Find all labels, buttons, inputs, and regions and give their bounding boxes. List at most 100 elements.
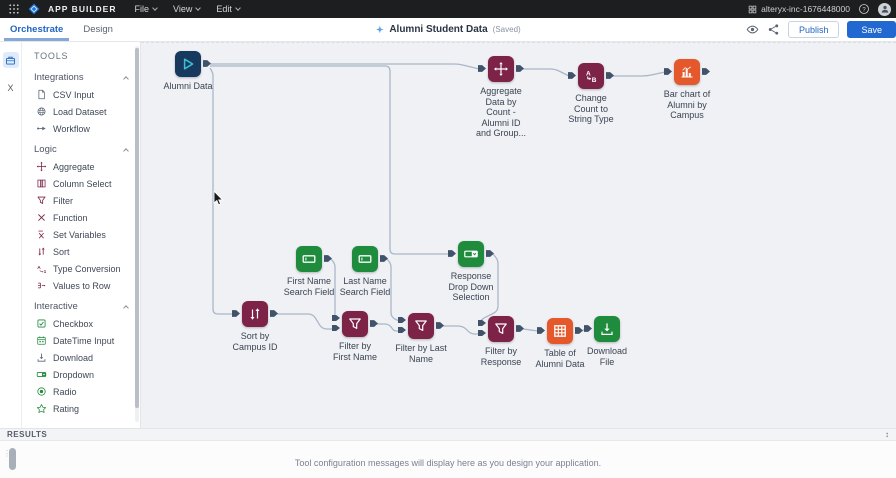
input-port[interactable] xyxy=(584,325,592,332)
bar-chart-icon xyxy=(679,64,695,80)
tool-item-datetime-input[interactable]: DateTime Input xyxy=(22,332,140,349)
output-port[interactable] xyxy=(270,310,278,317)
wire-change-type-to-bar-chart[interactable] xyxy=(613,71,666,77)
node-sort-campus[interactable]: Sort by Campus ID xyxy=(232,301,278,352)
output-port[interactable] xyxy=(324,255,332,262)
tool-item-label: Type Conversion xyxy=(53,263,121,274)
output-port[interactable] xyxy=(203,60,211,67)
node-first-name-search[interactable]: First Name Search Field xyxy=(284,246,334,297)
tool-item-rating[interactable]: Rating xyxy=(22,400,140,417)
input-port[interactable] xyxy=(537,327,545,334)
output-port[interactable] xyxy=(516,325,524,332)
funnel-icon xyxy=(36,195,47,206)
wire-filter-response-to-table-alumni[interactable] xyxy=(522,328,539,332)
tools-scrollbar[interactable] xyxy=(135,46,139,422)
preview-eye-icon[interactable] xyxy=(746,23,759,36)
menu-view[interactable]: View xyxy=(173,4,202,14)
sparkle-icon xyxy=(375,25,384,34)
tool-item-label: CSV Input xyxy=(53,89,95,100)
input-port-bottom[interactable] xyxy=(478,329,486,337)
avatar[interactable] xyxy=(878,2,891,16)
input-port-top[interactable] xyxy=(332,314,340,322)
input-port-bottom[interactable] xyxy=(398,326,406,334)
section-header-integrations[interactable]: Integrations xyxy=(22,69,140,86)
input-port-top[interactable] xyxy=(398,316,406,324)
node-last-name-search[interactable]: Last Name Search Field xyxy=(340,246,390,297)
x-tool-icon[interactable]: X xyxy=(7,83,14,93)
tool-item-column-select[interactable]: Column Select xyxy=(22,175,140,192)
tool-item-aggregate[interactable]: Aggregate xyxy=(22,158,140,175)
wire-last-name-search-to-filter-last-name[interactable] xyxy=(386,258,400,322)
output-port[interactable] xyxy=(575,327,583,334)
help-icon[interactable]: ? xyxy=(858,3,870,15)
node-filter-last-name[interactable]: Filter by Last Name xyxy=(395,313,447,364)
output-port[interactable] xyxy=(702,68,710,75)
tab-orchestrate[interactable]: Orchestrate xyxy=(0,18,73,41)
workflow-canvas[interactable]: Alumni Data Aggregate Data by Count - Alu… xyxy=(141,42,896,428)
output-port[interactable] xyxy=(436,322,444,329)
download-icon xyxy=(599,321,615,337)
node-alumni-data[interactable]: Alumni Data xyxy=(163,51,213,91)
node-label: First Name Search Field xyxy=(283,276,335,297)
output-port[interactable] xyxy=(486,250,494,257)
menu-file[interactable]: File xyxy=(134,4,158,14)
tool-item-label: Aggregate xyxy=(53,161,95,172)
input-port[interactable] xyxy=(448,250,456,257)
tool-item-set-variables[interactable]: Set Variables xyxy=(22,226,140,243)
svg-text:?: ? xyxy=(862,7,866,13)
node-table-alumni[interactable]: Table of Alumni Data xyxy=(535,318,585,369)
input-port[interactable] xyxy=(568,72,576,79)
tab-design[interactable]: Design xyxy=(83,24,113,35)
wire-filter-last-name-to-filter-response[interactable] xyxy=(443,325,479,335)
node-response-dropdown[interactable]: Response Drop Down Selection xyxy=(448,241,494,302)
input-port-top[interactable] xyxy=(478,319,486,327)
panel-resize-icon[interactable]: ↕ xyxy=(885,429,889,439)
node-bar-chart[interactable]: Bar chart of Alumni by Campus xyxy=(664,59,710,120)
node-filter-response[interactable]: Filter by Response xyxy=(478,316,524,367)
wire-aggregate-data-to-change-type[interactable] xyxy=(523,68,570,77)
node-download-file[interactable]: Download File xyxy=(584,316,627,367)
wire-filter-first-name-to-filter-last-name[interactable] xyxy=(377,323,399,332)
output-port[interactable] xyxy=(380,255,388,262)
publish-button[interactable]: Publish xyxy=(787,21,840,38)
tool-item-filter[interactable]: Filter xyxy=(22,192,140,209)
drag-handle-icon[interactable]: ⋮ xyxy=(3,449,11,458)
input-port[interactable] xyxy=(664,68,672,75)
tool-item-function[interactable]: Function xyxy=(22,209,140,226)
input-port[interactable] xyxy=(478,65,486,72)
workspace-menu[interactable]: alteryx-inc-1676448000 xyxy=(748,4,850,14)
app-launcher-grid-icon[interactable] xyxy=(8,3,20,15)
wire-alumni-data-to-response-dropdown[interactable] xyxy=(210,65,449,255)
tool-item-workflow[interactable]: Workflow xyxy=(22,120,140,137)
menu-edit[interactable]: Edit xyxy=(216,4,241,14)
input-port-bottom[interactable] xyxy=(332,324,340,332)
tool-item-radio[interactable]: Radio xyxy=(22,383,140,400)
share-icon[interactable] xyxy=(767,23,780,36)
wire-sort-campus-to-filter-first-name[interactable] xyxy=(277,313,333,330)
tool-item-download[interactable]: Download xyxy=(22,349,140,366)
section-header-interactive[interactable]: Interactive xyxy=(22,298,140,315)
tool-item-load-dataset[interactable]: Load Dataset xyxy=(22,103,140,120)
wire-alumni-data-to-sort-campus[interactable] xyxy=(209,67,233,315)
wire-alumni-data-to-aggregate-data[interactable] xyxy=(210,63,480,70)
input-port[interactable] xyxy=(232,310,240,317)
output-port[interactable] xyxy=(606,72,614,79)
wire-response-dropdown-to-filter-response[interactable] xyxy=(478,253,499,325)
tool-item-values-to-row[interactable]: Values to Row xyxy=(22,277,140,294)
tools-scrollbar-thumb[interactable] xyxy=(135,48,139,408)
save-button[interactable]: Save xyxy=(847,21,896,38)
tools-panel-icon[interactable] xyxy=(2,52,19,68)
section-header-logic[interactable]: Logic xyxy=(22,141,140,158)
node-filter-first-name[interactable]: Filter by First Name xyxy=(332,311,378,362)
tool-item-dropdown[interactable]: Dropdown xyxy=(22,366,140,383)
node-aggregate-data[interactable]: Aggregate Data by Count - Alumni ID and … xyxy=(476,56,526,138)
tool-item-checkbox[interactable]: Checkbox xyxy=(22,315,140,332)
chevron-up-icon xyxy=(123,75,129,82)
results-scrollbar-thumb[interactable] xyxy=(9,448,16,470)
output-port[interactable] xyxy=(370,320,378,327)
tool-item-csv-input[interactable]: CSV Input xyxy=(22,86,140,103)
output-port[interactable] xyxy=(516,65,524,72)
tool-item-sort[interactable]: Sort xyxy=(22,243,140,260)
